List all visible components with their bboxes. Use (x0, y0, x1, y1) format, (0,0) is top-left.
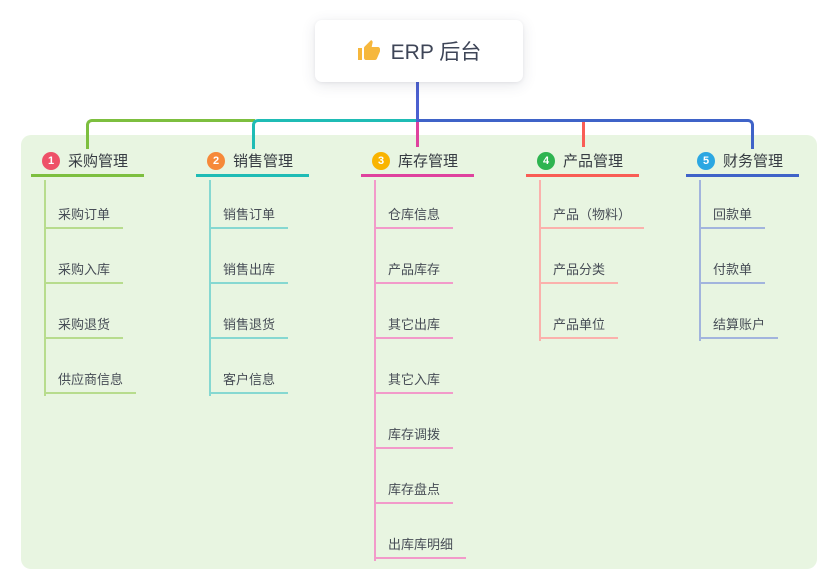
mindmap-item[interactable]: 产品库存 (374, 257, 454, 284)
branch-trunk-line (209, 180, 211, 396)
branch-header-3[interactable]: 3 库存管理 (361, 147, 474, 177)
branch-number-badge: 2 (207, 151, 225, 170)
mindmap-item[interactable]: 销售订单 (209, 202, 289, 229)
branch-trunk-line (44, 180, 46, 396)
mindmap-item[interactable]: 采购退货 (44, 312, 124, 339)
branch-header-5[interactable]: 5 财务管理 (686, 147, 799, 177)
branch-header-4[interactable]: 4 产品管理 (526, 147, 639, 177)
root-node[interactable]: ERP 后台 (315, 20, 523, 82)
branches-panel (21, 135, 817, 569)
mindmap-item[interactable]: 采购订单 (44, 202, 124, 229)
connector-elbow-branch-1 (86, 119, 255, 149)
mindmap-item[interactable]: 付款单 (699, 257, 766, 284)
branch-trunk-line (699, 180, 701, 341)
connector-drop-branch-4 (582, 122, 585, 147)
mindmap-item[interactable]: 其它入库 (374, 367, 454, 394)
connector-elbow-branch-2 (252, 119, 419, 149)
mindmap-item[interactable]: 库存盘点 (374, 477, 454, 504)
mindmap-item[interactable]: 出库库明细 (374, 532, 467, 559)
mindmap-item[interactable]: 结算账户 (699, 312, 779, 339)
branch-number-badge: 5 (697, 151, 715, 170)
mindmap-item[interactable]: 其它出库 (374, 312, 454, 339)
mindmap-item[interactable]: 库存调拨 (374, 422, 454, 449)
branch-trunk-line (374, 180, 376, 561)
connector-drop-branch-3 (416, 122, 419, 147)
mindmap-item[interactable]: 销售退货 (209, 312, 289, 339)
root-label: ERP 后台 (390, 41, 482, 64)
branch-number-badge: 3 (372, 151, 390, 170)
branch-trunk-line (539, 180, 541, 341)
mindmap-item[interactable]: 采购入库 (44, 257, 124, 284)
branch-label: 财务管理 (723, 153, 784, 170)
branch-label: 采购管理 (68, 153, 129, 170)
branch-label: 销售管理 (233, 153, 294, 170)
branch-label: 库存管理 (398, 153, 459, 170)
mindmap-item[interactable]: 客户信息 (209, 367, 289, 394)
mindmap-item[interactable]: 销售出库 (209, 257, 289, 284)
branch-label: 产品管理 (563, 153, 624, 170)
branch-number-badge: 1 (42, 151, 60, 170)
mindmap-item[interactable]: 回款单 (699, 202, 766, 229)
branch-header-1[interactable]: 1 采购管理 (31, 147, 144, 177)
mindmap-item[interactable]: 产品分类 (539, 257, 619, 284)
mindmap-item[interactable]: 供应商信息 (44, 367, 137, 394)
connector-root-line (416, 82, 419, 122)
branch-header-2[interactable]: 2 销售管理 (196, 147, 309, 177)
connector-elbow-branch-5 (417, 119, 754, 149)
mindmap-item[interactable]: 产品单位 (539, 312, 619, 339)
mindmap-item[interactable]: 产品（物料） (539, 202, 645, 229)
thumbs-up-icon (357, 39, 381, 63)
branch-number-badge: 4 (537, 151, 555, 170)
mindmap-item[interactable]: 仓库信息 (374, 202, 454, 229)
